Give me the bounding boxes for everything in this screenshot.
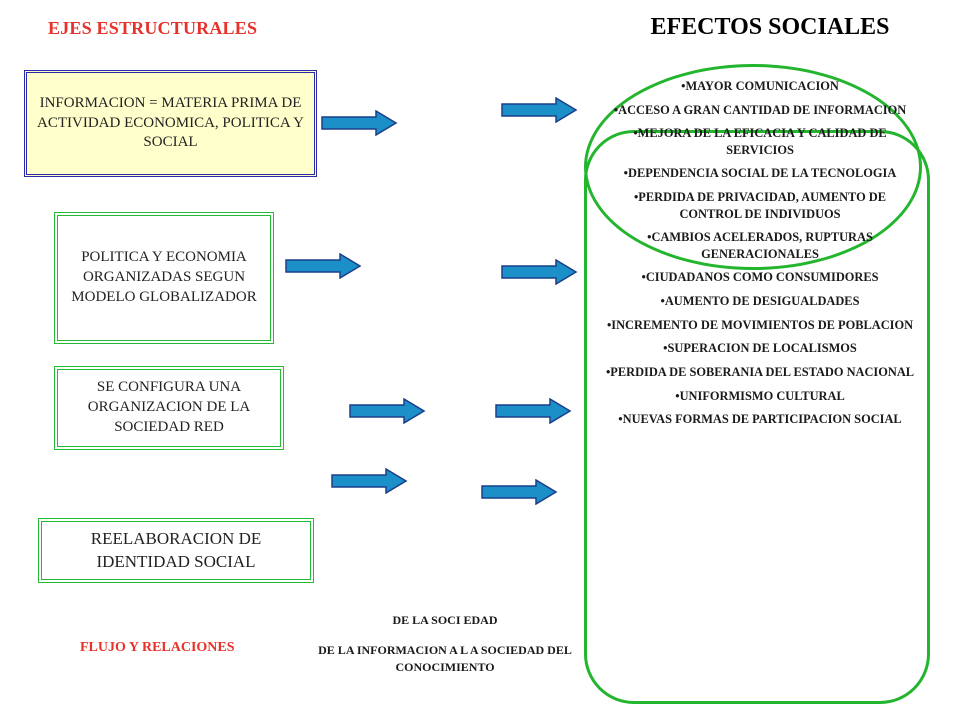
effect-item: •CAMBIOS ACELERADOS, RUPTURAS GENERACION… (647, 230, 873, 261)
effect-item: •UNIFORMISMO CULTURAL (675, 388, 845, 403)
axis-box-information: INFORMACION = MATERIA PRIMA DE ACTIVIDAD… (24, 70, 317, 177)
effect-item: •MAYOR COMUNICACION (681, 79, 839, 93)
arrow-right-icon (348, 398, 426, 424)
axis-box-politics-economy: POLITICA Y ECONOMIA ORGANIZADAS SEGUN MO… (54, 212, 274, 344)
effect-item: •INCREMENTO DE MOVIMIENTOS DE POBLACION (606, 317, 914, 332)
flow-label: FLUJO Y RELACIONES (80, 640, 235, 655)
axis-text-social-identity: REELABORACION DE IDENTIDAD SOCIAL (90, 529, 262, 571)
arrow-right-icon (500, 97, 578, 123)
bottom-caption-line-1: DE LA SOCI EDAD (392, 613, 498, 627)
effect-item: •NUEVAS FORMAS DE PARTICIPACION SOCIAL (618, 412, 902, 427)
axis-text-network-society: SE CONFIGURA UNA ORGANIZACION DE LA SOCI… (87, 379, 251, 435)
arrow-right-icon (330, 468, 408, 494)
axis-text-information: INFORMACION = MATERIA PRIMA DE ACTIVIDAD… (37, 94, 304, 151)
arrow-right-icon (480, 479, 558, 505)
arrow-right-icon (500, 259, 578, 285)
effects-list: •MAYOR COMUNICACION •ACCESO A GRAN CANTI… (604, 78, 916, 435)
effect-item: •PERDIDA DE SOBERANIA DEL ESTADO NACIONA… (605, 364, 915, 379)
axis-box-network-society: SE CONFIGURA UNA ORGANIZACION DE LA SOCI… (54, 366, 284, 450)
bottom-caption-line-2: DE LA INFORMACION A L A SOCIEDAD DEL CON… (318, 643, 572, 674)
effect-item: •CIUDADANOS COMO CONSUMIDORES (641, 270, 879, 285)
arrow-right-icon (284, 253, 362, 279)
effect-item: •ACCESO A GRAN CANTIDAD DE INFORMACION (613, 102, 907, 117)
effect-item: •MEJORA DE LA EFICACIA Y CALIDAD DE SERV… (633, 126, 887, 157)
axis-text-politics-economy: POLITICA Y ECONOMIA ORGANIZADAS SEGUN MO… (71, 249, 257, 305)
effect-item: •DEPENDENCIA SOCIAL DE LA TECNOLOGIA (623, 166, 897, 181)
effect-item: •AUMENTO DE DESIGUALDADES (660, 294, 860, 309)
arrow-right-icon (320, 110, 398, 136)
effect-item: •SUPERACION DE LOCALISMOS (663, 341, 857, 356)
right-title: EFECTOS SOCIALES (650, 14, 890, 40)
effects-highlight-ellipse (584, 64, 922, 270)
left-title: EJES ESTRUCTURALES (48, 18, 258, 38)
arrow-right-icon (494, 398, 572, 424)
axis-box-social-identity: REELABORACION DE IDENTIDAD SOCIAL (38, 518, 314, 583)
effect-item: •PERDIDA DE PRIVACIDAD, AUMENTO DE CONTR… (633, 190, 887, 221)
